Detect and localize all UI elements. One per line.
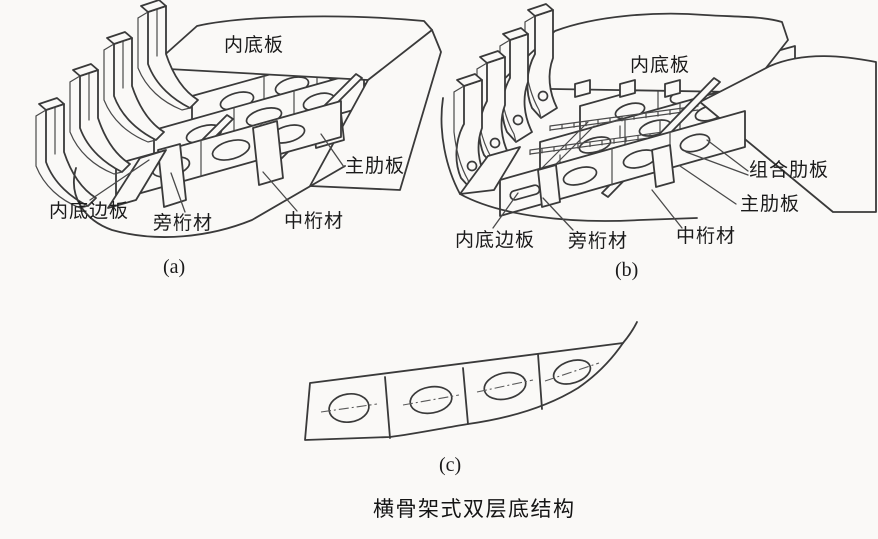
label-inner-bottom-plate-a: 内底板 [224, 35, 285, 56]
panel-b-drawing [430, 0, 878, 300]
panel-a-drawing [0, 0, 450, 300]
label-main-floor-b: 主肋板 [740, 194, 801, 215]
composite-floor-bars [530, 106, 698, 167]
caption-panel-c: (c) [439, 454, 462, 476]
label-inner-bottom-plate-b: 内底板 [630, 55, 691, 76]
center-girder-web-a [253, 121, 283, 185]
bilge-outline-a [74, 166, 345, 237]
margin-plate-b [460, 147, 520, 194]
caption-panel-a: (a) [163, 256, 186, 278]
inner-bottom-plate-a [150, 16, 432, 80]
bottom-shell-a [310, 30, 441, 190]
side-frames-b [454, 4, 557, 188]
panel-c-drawing [280, 300, 680, 470]
lightening-holes-c [321, 356, 599, 425]
label-side-girder-b: 旁桁材 [568, 231, 629, 252]
label-composite-floor-b: 组合肋板 [749, 160, 830, 181]
figure-title: 横骨架式双层底结构 [373, 497, 576, 521]
label-center-girder-a: 中桁材 [284, 211, 345, 232]
leader-lines-a [90, 134, 344, 212]
center-girder-web-b [652, 145, 674, 187]
bilge-outline-b [442, 98, 697, 221]
inner-bottom-plate-b [495, 14, 788, 92]
label-margin-plate-a: 内底边板 [49, 201, 130, 222]
label-margin-plate-b: 内底边板 [455, 230, 536, 251]
leader-lines-b [493, 140, 748, 230]
floor-strip-c [305, 343, 623, 440]
label-center-girder-b: 中桁材 [676, 226, 737, 247]
label-main-floor-a: 主肋板 [345, 156, 406, 177]
side-frames-a [36, 0, 198, 208]
bottom-shell-b [700, 56, 876, 212]
caption-panel-b: (b) [615, 259, 639, 281]
bilge-sweep-c [623, 322, 637, 343]
frame-dividers-c [385, 354, 542, 438]
label-side-girder-a: 旁桁材 [153, 213, 214, 234]
side-girder-web-b [538, 165, 560, 207]
floor-row-front-b [500, 111, 745, 216]
margin-plate-a [108, 150, 166, 208]
